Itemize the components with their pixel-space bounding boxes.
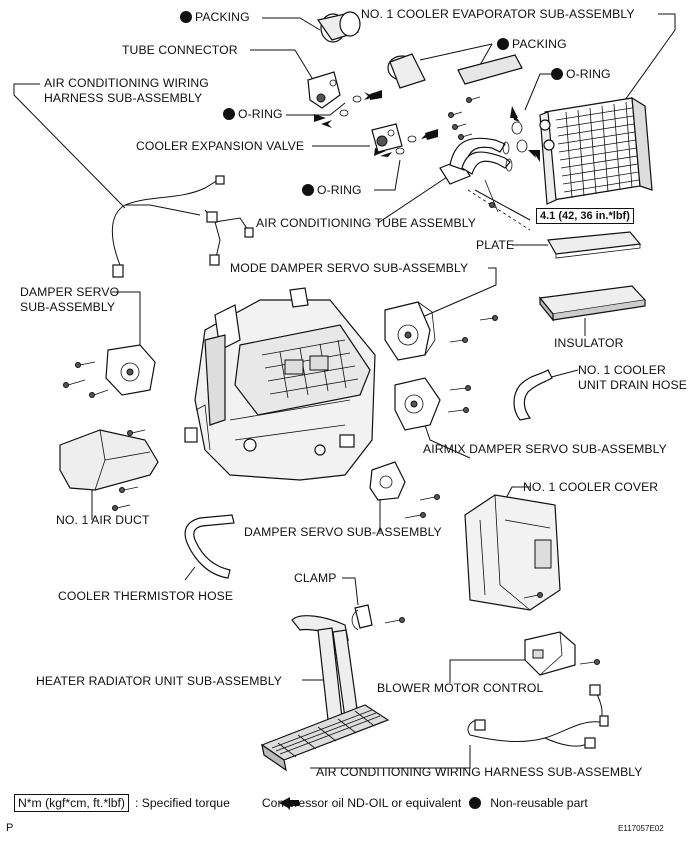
label-cooler-expansion-valve: COOLER EXPANSION VALVE	[136, 139, 305, 153]
cooler-cover-part	[464, 494, 561, 611]
legend-torque-unit: N*m (kgf*cm, ft.*lbf)	[14, 794, 129, 812]
label-blower-motor-control: BLOWER MOTOR CONTROL	[377, 681, 544, 695]
evaporator-part	[539, 96, 653, 205]
leader-lines	[13, 13, 676, 769]
label-insulator: INSULATOR	[554, 336, 624, 350]
legend-oil-desc: Compressor oil ND-OIL or equivalent	[261, 796, 462, 810]
legend-glyphs	[279, 797, 299, 809]
legend-torque-desc: : Specified torque	[135, 796, 230, 810]
label-oring-right: O-RING	[551, 68, 611, 81]
heater-radiator-part	[260, 615, 390, 772]
tube-connector-part	[307, 71, 341, 109]
corner-label-right: E117057E02	[618, 824, 664, 833]
o-rings	[339, 95, 528, 155]
wiring-harness-top-part	[111, 175, 254, 278]
label-evaporator: NO. 1 COOLER EVAPORATOR SUB-ASSEMBLY	[361, 7, 635, 21]
non-reusable-dot-icon	[551, 68, 563, 80]
label-damper-servo-left-1: DAMPER SERVO	[20, 285, 120, 299]
packing-top-part	[316, 11, 361, 43]
label-drain-hose-1: NO. 1 COOLER	[578, 363, 666, 377]
label-ac-wiring-bottom: AIR CONDITIONING WIRING HARNESS SUB-ASSE…	[316, 765, 643, 779]
plate-part	[547, 231, 642, 259]
mode-damper-servo-part	[384, 301, 498, 361]
label-drain-hose-2: UNIT DRAIN HOSE	[578, 378, 687, 392]
label-plate: PLATE	[476, 238, 515, 252]
label-tube-connector: TUBE CONNECTOR	[122, 43, 238, 57]
torque-spec-box: 4.1 (42, 36 in.*lbf)	[536, 208, 634, 224]
label-no1-cooler-cover: NO. 1 COOLER COVER	[523, 480, 659, 494]
drain-hose-part	[513, 369, 553, 421]
oil-arrows	[314, 90, 540, 162]
label-no1-air-duct: NO. 1 AIR DUCT	[56, 513, 150, 527]
label-heater-radiator: HEATER RADIATOR UNIT SUB-ASSEMBLY	[36, 674, 282, 688]
non-reusable-dot-icon	[302, 184, 314, 196]
label-ac-wiring-top-1: AIR CONDITIONING WIRING	[44, 76, 209, 90]
label-oring-bottom: O-RING	[302, 184, 362, 197]
label-damper-servo-bottom: DAMPER SERVO SUB-ASSEMBLY	[244, 525, 442, 539]
expansion-valve-part	[371, 123, 403, 153]
wiring-harness-bottom-part	[467, 684, 609, 749]
label-clamp: CLAMP	[294, 571, 337, 585]
label-oring-left: O-RING	[223, 108, 283, 121]
bolts-top	[448, 96, 481, 140]
label-ac-wiring-top-2: HARNESS SUB-ASSEMBLY	[44, 91, 203, 105]
airmix-damper-servo-part	[394, 377, 471, 431]
packing-mid-part	[387, 53, 523, 89]
blower-motor-control-part	[524, 631, 600, 676]
label-packing-top: PACKING	[180, 11, 250, 24]
clamp-part	[351, 604, 405, 631]
legend-nonreusable-desc: Non-reusable part	[490, 796, 588, 810]
damper-servo-bottom-part	[369, 461, 440, 519]
non-reusable-dot-icon	[223, 108, 235, 120]
corner-label-left: P	[6, 822, 14, 834]
air-duct-part	[59, 429, 159, 511]
label-airmix-damper: AIRMIX DAMPER SERVO SUB-ASSEMBLY	[423, 442, 667, 456]
damper-servo-left-part	[63, 344, 156, 398]
non-reusable-dot-icon	[497, 38, 509, 50]
hvac-unit-main-part	[184, 287, 376, 481]
non-reusable-dot-icon	[469, 797, 482, 809]
label-mode-damper: MODE DAMPER SERVO SUB-ASSEMBLY	[230, 261, 469, 275]
label-damper-servo-left-2: SUB-ASSEMBLY	[20, 300, 116, 314]
label-packing-mid: PACKING	[497, 38, 567, 51]
insulator-part	[538, 285, 647, 322]
thermistor-hose-part	[184, 514, 235, 579]
legend: N*m (kgf*cm, ft.*lbf) : Specified torque…	[14, 794, 588, 812]
label-cooler-thermistor-hose: COOLER THERMISTOR HOSE	[58, 589, 234, 603]
non-reusable-dot-icon	[180, 11, 192, 23]
label-ac-tube-assembly: AIR CONDITIONING TUBE ASSEMBLY	[256, 216, 476, 230]
ac-tube-part	[439, 137, 531, 231]
